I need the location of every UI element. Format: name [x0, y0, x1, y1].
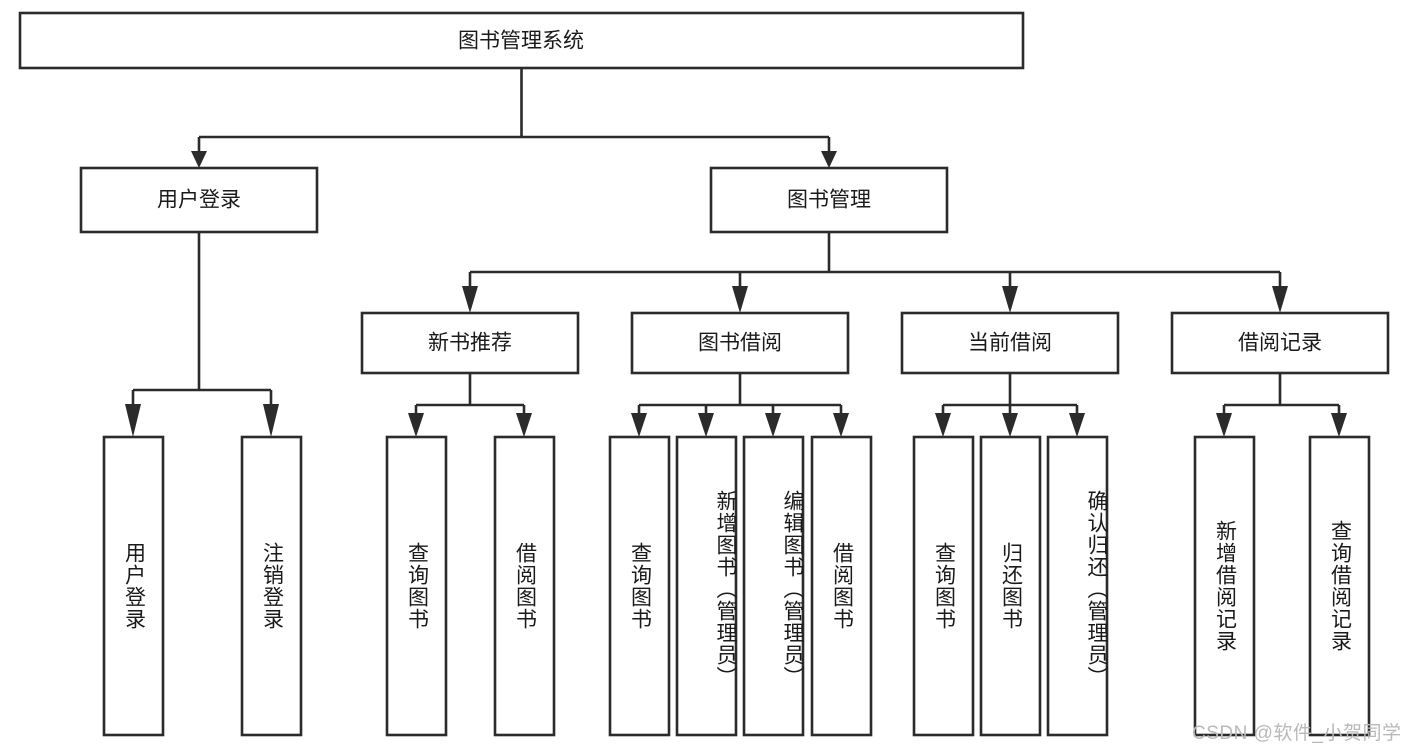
node-box-leaf-add-book[interactable]: [675, 435, 738, 737]
node-box-user-login[interactable]: [79, 166, 319, 234]
arrow-root-to-book-manage: [821, 151, 837, 168]
nodes-layer: [18, 11, 1390, 737]
arrow-currentborrow-to-query: [935, 413, 951, 437]
arrow-borrowrecord-to-query: [1331, 413, 1347, 437]
arrow-root-to-user-login: [191, 151, 207, 168]
arrow-bookmanage-to-currentborrow: [1002, 286, 1018, 313]
label-user-login: 用户登录: [157, 189, 241, 212]
arrow-bookmanage-to-borrowrecord: [1272, 286, 1288, 313]
label-new-book-rec: 新书推荐: [428, 332, 512, 355]
node-box-leaf-query-book-2[interactable]: [608, 435, 671, 737]
node-box-leaf-query-book-1[interactable]: [385, 435, 448, 737]
node-box-leaf-user-logout[interactable]: [240, 435, 303, 737]
node-box-borrow-record[interactable]: [1170, 311, 1390, 375]
node-box-leaf-query-book-3[interactable]: [912, 435, 975, 737]
node-box-leaf-user-login[interactable]: [102, 435, 165, 737]
node-box-new-book-rec[interactable]: [360, 311, 580, 375]
node-box-leaf-edit-book[interactable]: [742, 435, 805, 737]
arrow-borrowrecord-to-add: [1216, 413, 1232, 437]
arrow-currentborrow-to-confirm: [1069, 413, 1085, 437]
node-box-current-borrow[interactable]: [900, 311, 1120, 375]
node-box-book-borrow[interactable]: [630, 311, 850, 375]
edge-userlogin-bus: [131, 232, 273, 405]
arrow-newbook-to-borrow: [516, 413, 532, 437]
csdn-watermark: CSDN @软件_小贺同学: [1192, 723, 1402, 744]
arrow-newbook-to-query: [408, 413, 424, 437]
node-box-leaf-borrow-book-1[interactable]: [493, 435, 556, 737]
node-box-leaf-add-record[interactable]: [1193, 435, 1256, 737]
arrow-userlogin-to-leaf-logout: [263, 404, 279, 437]
label-borrow-record: 借阅记录: [1238, 332, 1322, 355]
edge-root-bus: [197, 68, 831, 152]
node-box-leaf-return-book[interactable]: [979, 435, 1042, 737]
node-box-book-manage[interactable]: [709, 166, 949, 234]
label-book-manage: 图书管理: [787, 189, 871, 212]
label-root: 图书管理系统: [458, 30, 584, 53]
arrow-bookmanage-to-bookborrow: [732, 286, 748, 313]
node-box-leaf-borrow-book-2[interactable]: [810, 435, 873, 737]
edge-currentborrow-bus: [941, 373, 1079, 414]
label-book-borrow: 图书借阅: [698, 332, 782, 355]
arrow-bookmanage-to-newbook: [462, 286, 478, 313]
node-box-leaf-query-record[interactable]: [1308, 435, 1371, 737]
arrow-bookborrow-to-edit: [765, 413, 781, 437]
arrow-currentborrow-to-return: [1002, 413, 1018, 437]
arrow-userlogin-to-leaf-login: [125, 404, 141, 437]
arrow-bookborrow-to-query: [631, 413, 647, 437]
edge-bookborrow-bus: [637, 373, 843, 414]
arrow-bookborrow-to-add: [698, 413, 714, 437]
edge-newbook-bus: [414, 373, 526, 414]
edge-bookmanage-bus: [468, 232, 1282, 287]
arrow-bookborrow-to-borrow: [833, 413, 849, 437]
edge-borrowrecord-bus: [1222, 373, 1341, 414]
node-box-root[interactable]: [18, 11, 1025, 70]
label-current-borrow: 当前借阅: [968, 332, 1052, 355]
horizontal-labels-layer: 图书管理系统 用户登录 图书管理 新书推荐 图书借阅 当前借阅 借阅记录: [157, 30, 1322, 355]
node-box-leaf-confirm-return[interactable]: [1046, 435, 1109, 737]
connectors-layer: [125, 68, 1347, 437]
